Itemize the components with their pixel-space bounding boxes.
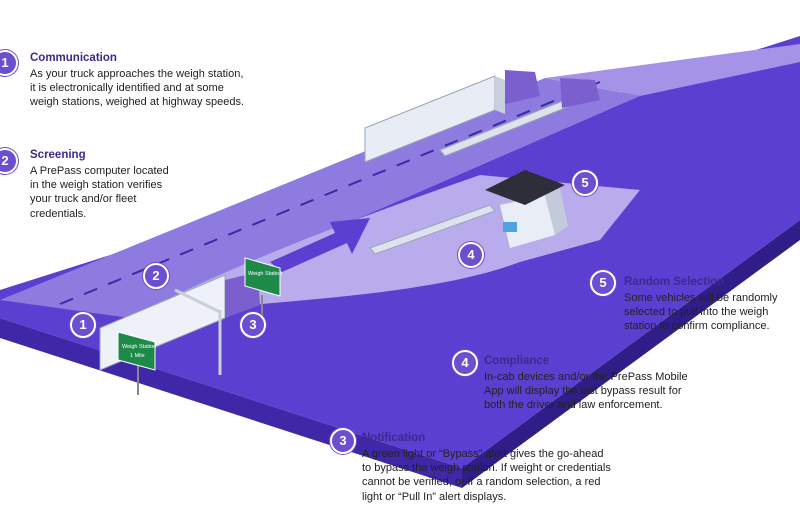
weigh-station-sign-left: Weigh Station 1 Mile: [117, 331, 156, 395]
platform-edge-right: [462, 220, 800, 488]
weigh-station-building: [485, 170, 568, 248]
sign-left-distance: 1 Mile: [130, 353, 145, 359]
step-text: A PrePass computer located in the weigh …: [30, 165, 169, 220]
step-number-badge: 5: [590, 270, 616, 296]
step-text: In-cab devices and/or the PrePass Mobile…: [484, 371, 688, 412]
scene-marker-2: 2: [143, 263, 169, 289]
far-truck-2: [439, 78, 600, 157]
weigh-station-sign-right: Weigh Station: [244, 257, 282, 318]
lane-dashes: [59, 81, 601, 305]
scene-marker-1: 1: [70, 312, 96, 338]
sign-right-label: Weigh Station: [248, 271, 282, 277]
step-text: As your truck approaches the weigh stati…: [30, 68, 245, 109]
scene-marker-3: 3: [240, 312, 266, 338]
step-text: Some vehicles will be randomly selected …: [624, 292, 778, 333]
reader-gantry: [174, 288, 222, 375]
step-number-badge: 4: [452, 350, 478, 376]
step-number-badge: 2: [0, 148, 18, 174]
step-title: Screening: [30, 149, 86, 161]
far-truck-1: [364, 70, 540, 163]
sign-left-label: Weigh Station: [122, 344, 156, 350]
step-title: Compliance: [484, 355, 550, 367]
step-text: A green light or “Bypass” alert gives th…: [362, 448, 611, 503]
step-title: Random Selection: [624, 276, 725, 288]
highway-far-lane: [545, 44, 800, 96]
step-title: Communication: [30, 52, 117, 64]
step-number-badge: 1: [0, 50, 18, 76]
step-title: Notification: [362, 432, 426, 444]
scene-marker-5: 5: [572, 170, 598, 196]
scene-marker-4: 4: [458, 242, 484, 268]
step-number-badge: 3: [330, 428, 356, 454]
ramp-trailer: [369, 204, 496, 255]
direction-arrow: [270, 218, 370, 272]
